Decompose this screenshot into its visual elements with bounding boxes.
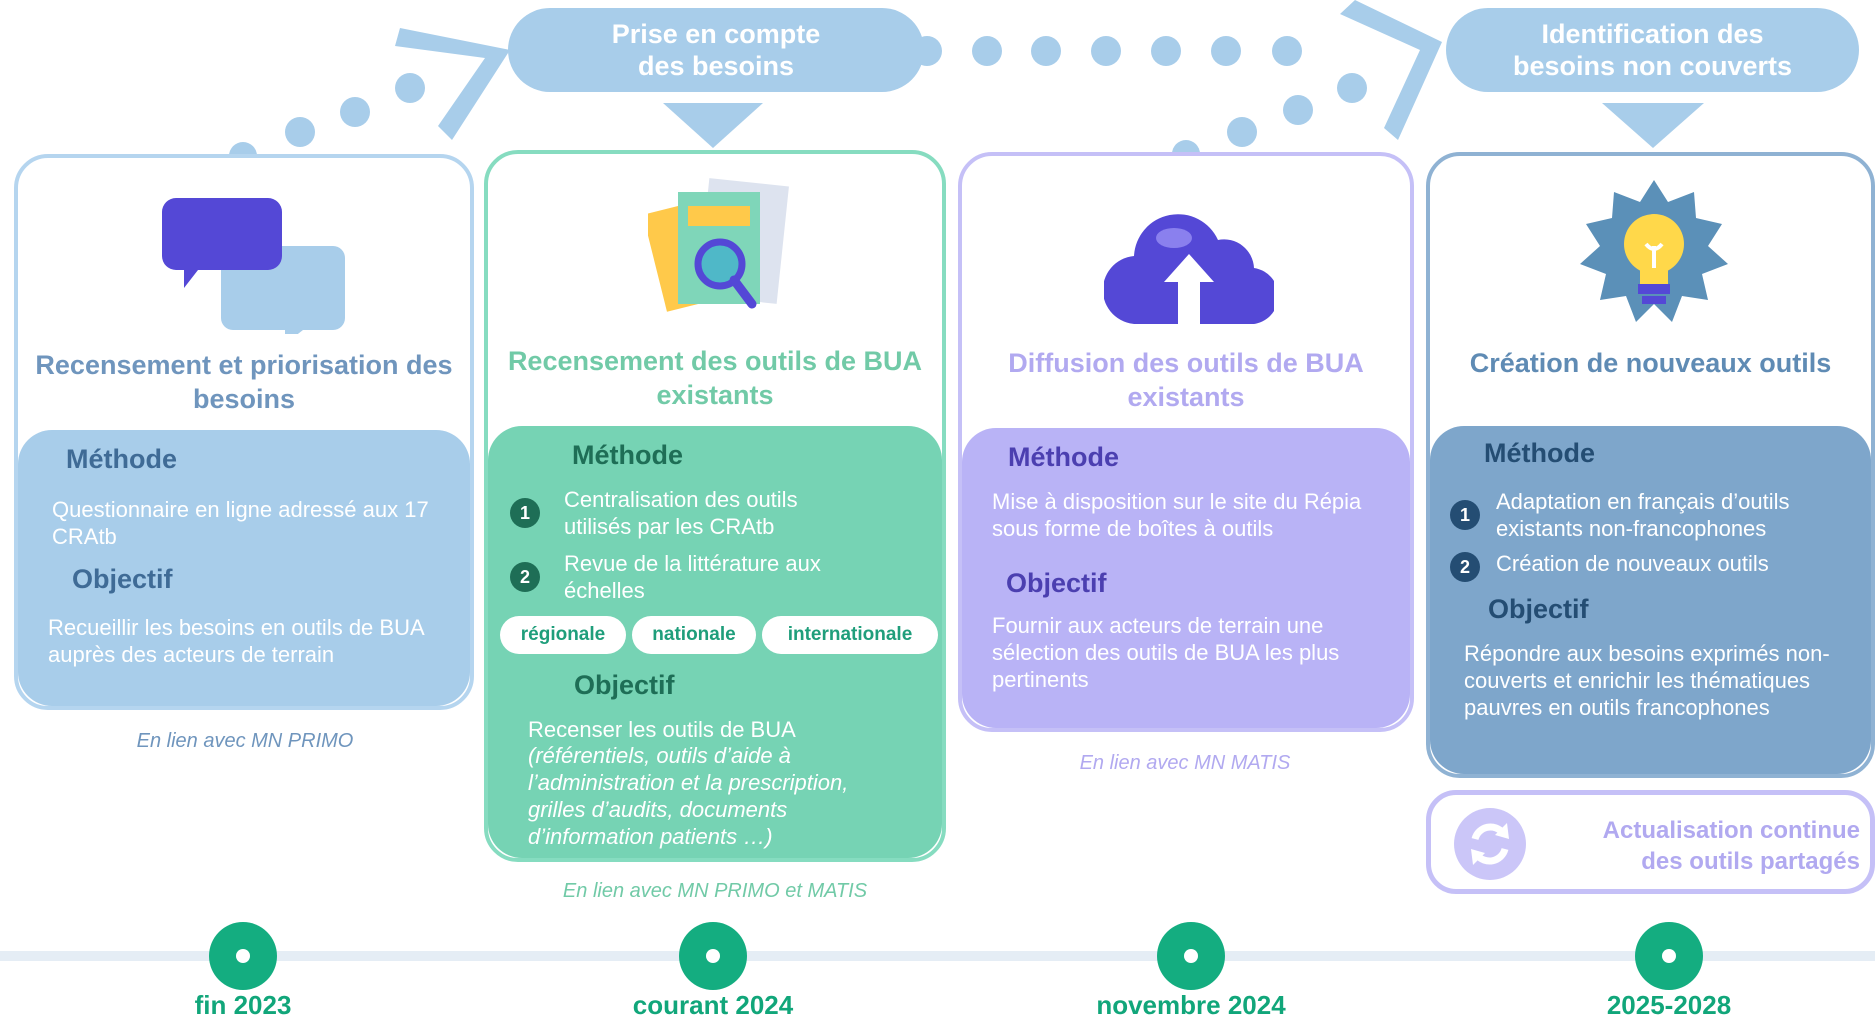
tag-nationale: nationale [632, 616, 756, 654]
refresh-cycle-icon [1454, 808, 1526, 880]
methode-heading: Méthode [66, 444, 177, 474]
step-number: 2 [510, 562, 540, 592]
objectif-heading: Objectif [1488, 594, 1589, 624]
card-title: Recensement et priorisation des besoins [35, 350, 453, 414]
objectif-heading: Objectif [72, 564, 173, 594]
step-number: 1 [1450, 500, 1480, 530]
pill-identification: Identification des besoins non couverts [1446, 8, 1859, 92]
objectif-text: Recenser les outils de BUA [528, 717, 796, 742]
card-title: Recensement des outils de BUA existants [507, 346, 923, 410]
cloud-upload-icon [1104, 214, 1274, 324]
methode-heading: Méthode [1008, 442, 1119, 472]
pointer-1 [663, 103, 763, 148]
card-creation-outils: Création de nouveaux outils Méthode 1 Ad… [1426, 152, 1875, 778]
timeline-label: courant 2024 [632, 990, 794, 1020]
timeline-dot [1157, 922, 1225, 990]
step-number: 2 [1450, 552, 1480, 582]
link-note: En lien avec MN PRIMO [136, 730, 354, 752]
pill-text: Prise en compte des besoins [611, 19, 821, 81]
tag-regionale: régionale [500, 616, 626, 654]
timeline-label: novembre 2024 [1096, 990, 1286, 1020]
card-panel: Méthode 1 Adaptation en français d’outil… [1430, 426, 1871, 774]
methode-text: Questionnaire en ligne adressé aux 17 CR… [52, 497, 429, 549]
arrow-right-icon [1340, 0, 1442, 140]
link-note: En lien avec MN PRIMO et MATIS [562, 880, 868, 902]
step-text: Adaptation en français d’outils existant… [1496, 489, 1790, 541]
speech-bubbles-icon [162, 198, 345, 334]
pointer-2 [1602, 103, 1704, 148]
card-panel: Méthode 1 Centralisation des outils util… [488, 426, 942, 858]
methode-heading: Méthode [1484, 438, 1595, 468]
objectif-heading: Objectif [1006, 568, 1107, 598]
dotted-path-middle [912, 36, 1302, 66]
pill-prise-en-compte: Prise en compte des besoins [508, 8, 924, 92]
timeline-label: 2025-2028 [1606, 990, 1732, 1020]
timeline-dot [679, 922, 747, 990]
dotted-path-left [229, 73, 425, 170]
objectif-heading: Objectif [574, 670, 675, 700]
card-title: Création de nouveaux outils [1469, 348, 1832, 378]
methode-text: Mise à disposition sur le site du Répia … [992, 489, 1362, 541]
card-panel: Méthode Questionnaire en ligne adressé a… [18, 430, 470, 706]
timeline-line [0, 951, 1875, 961]
lightbulb-badge-icon [1580, 180, 1728, 322]
card-diffusion-outils: Diffusion des outils de BUA existants Mé… [958, 152, 1414, 732]
step-text: Revue de la littérature aux échelles [564, 551, 821, 603]
timeline-dot [209, 922, 277, 990]
card-panel: Méthode Mise à disposition sur le site d… [962, 428, 1410, 728]
card-recensement-besoins: Recensement et priorisation des besoins … [14, 154, 474, 710]
card-recensement-outils: Recensement des outils de BUA existants … [484, 150, 946, 862]
arrow-left-icon [395, 28, 510, 140]
timeline-dot [1635, 922, 1703, 990]
update-text: Actualisation continue des outils partag… [1602, 817, 1860, 875]
objectif-text: Fournir aux acteurs de terrain une sélec… [992, 613, 1340, 692]
step-number: 1 [510, 498, 540, 528]
tag-internationale: internationale [762, 616, 938, 654]
objectif-text: Répondre aux besoins exprimés non-couver… [1464, 641, 1830, 720]
objectif-detail: (référentiels, outils d’aide à l’adminis… [528, 743, 849, 849]
card-title: Diffusion des outils de BUA existants [1008, 348, 1364, 412]
objectif-text: Recueillir les besoins en outils de BUA … [48, 615, 424, 667]
timeline-label: fin 2023 [194, 990, 292, 1020]
update-box: Actualisation continue des outils partag… [1426, 790, 1875, 894]
documents-magnifier-icon [648, 178, 789, 312]
link-note: En lien avec MN MATIS [1079, 752, 1291, 774]
step-text: Création de nouveaux outils [1496, 551, 1769, 576]
step-text: Centralisation des outils utilisés par l… [564, 487, 798, 539]
pill-text: Identification des besoins non couverts [1512, 19, 1793, 81]
methode-heading: Méthode [572, 440, 683, 470]
